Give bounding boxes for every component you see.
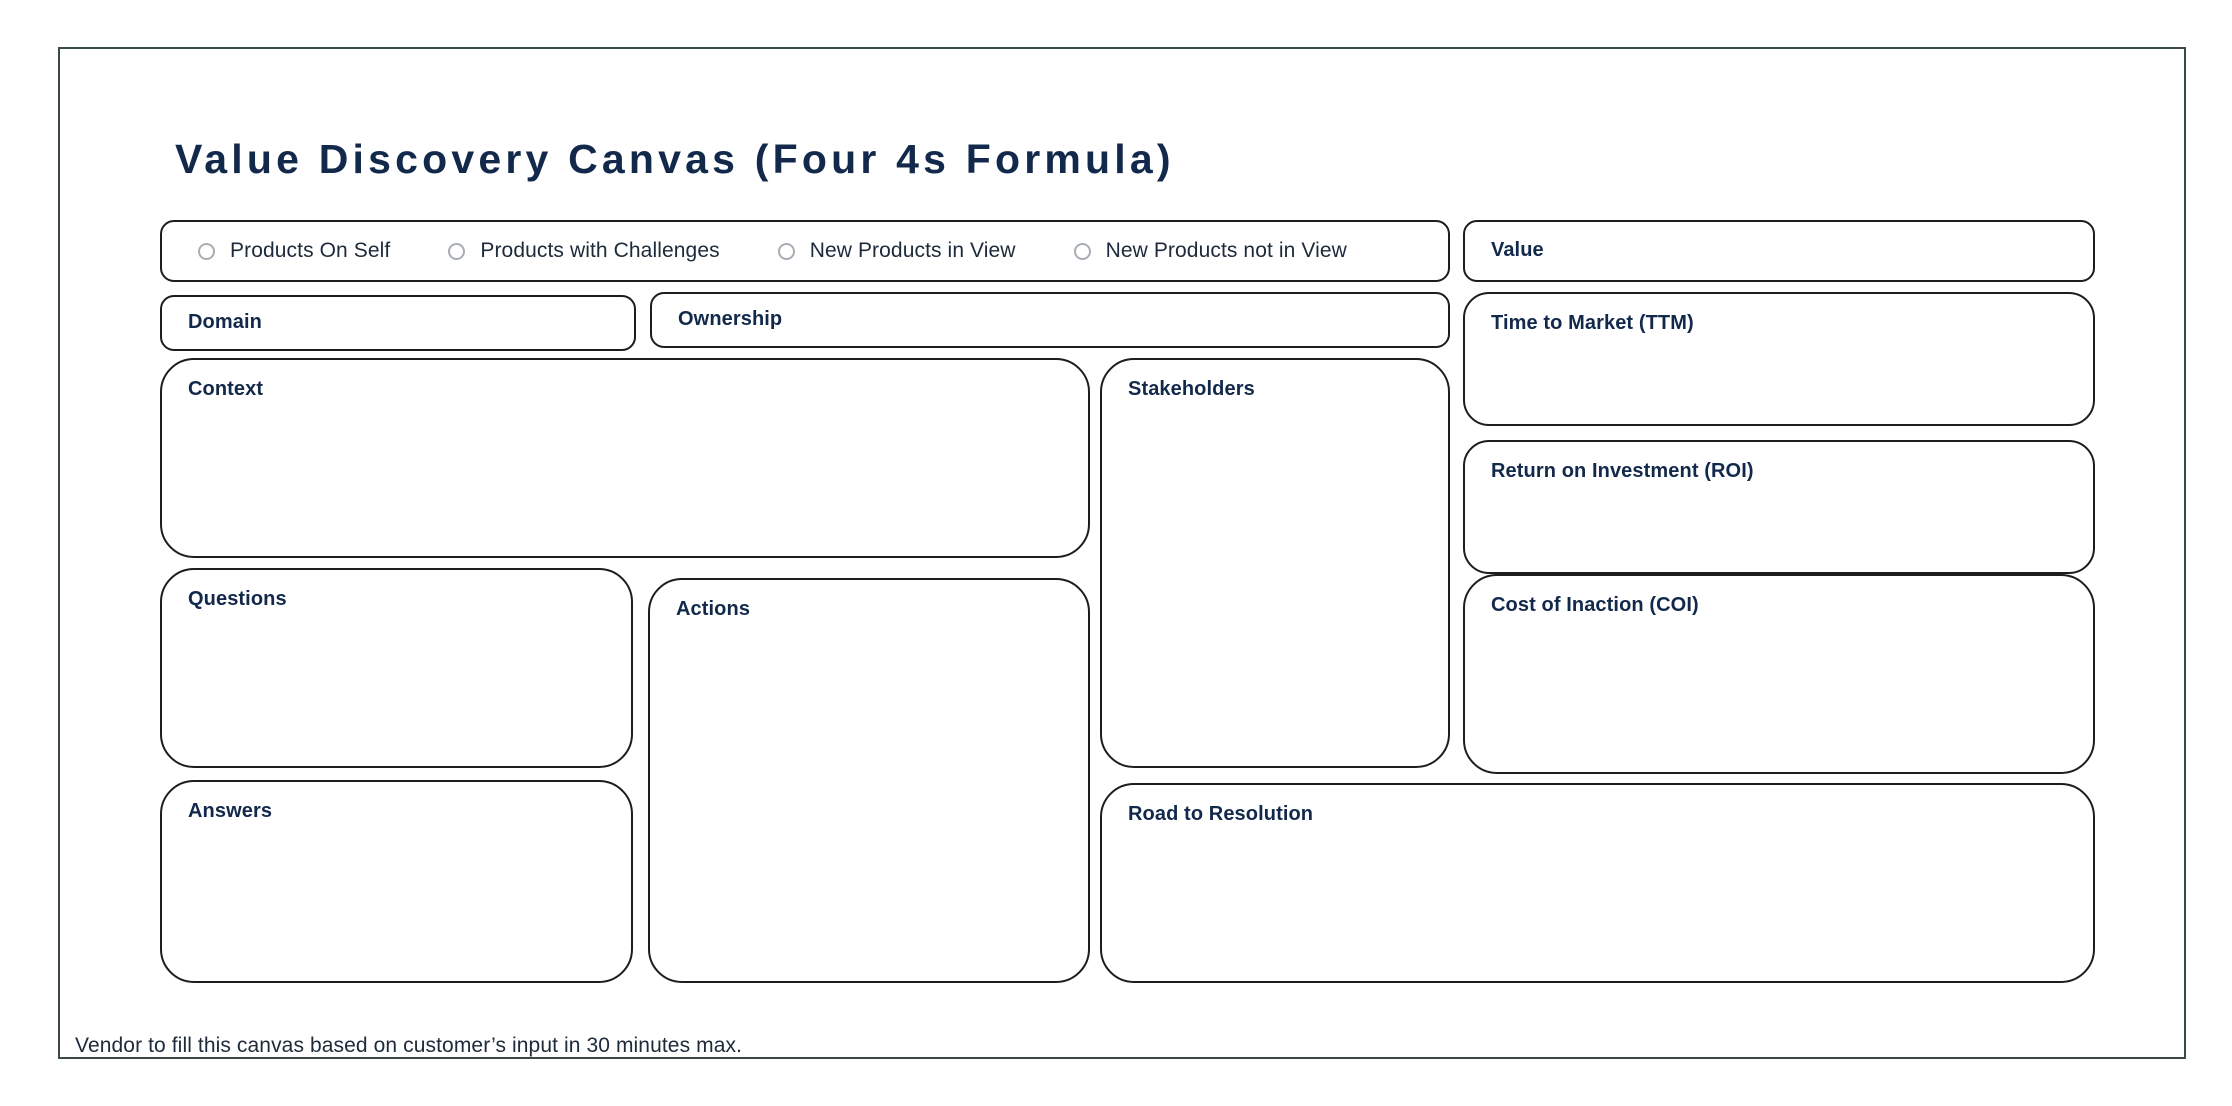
radio-circle-icon[interactable]	[198, 242, 215, 260]
field-label-questions: Questions	[188, 588, 287, 610]
radio-circle-icon[interactable]	[448, 242, 466, 260]
field-stakeholders[interactable]: Stakeholders	[1100, 358, 1450, 768]
field-ownership[interactable]: Ownership	[650, 292, 1450, 348]
field-label-time-to-market: Time to Market (TTM)	[1491, 312, 1694, 334]
field-label-stakeholders: Stakeholders	[1128, 378, 1255, 400]
field-label-answers: Answers	[188, 800, 273, 822]
field-time-to-market[interactable]: Time to Market (TTM)	[1463, 292, 2095, 426]
radio-label: Products On Self	[230, 239, 391, 262]
field-label-actions: Actions	[676, 598, 751, 620]
radio-label: New Products not in View	[1105, 239, 1347, 262]
radio-option-products-on-self[interactable]: Products On Self	[198, 239, 390, 263]
field-value[interactable]: Value	[1463, 220, 2095, 282]
field-label-cost-of-inaction: Cost of Inaction (COI)	[1491, 594, 1699, 616]
radio-label: New Products in View	[809, 239, 1016, 262]
field-answers[interactable]: Answers	[160, 780, 633, 983]
field-cost-of-inaction[interactable]: Cost of Inaction (COI)	[1463, 574, 2095, 774]
radio-option-products-with-challenges[interactable]: Products with Challenges	[448, 239, 720, 263]
radio-option-new-products-in-view[interactable]: New Products in View	[777, 239, 1016, 263]
field-context[interactable]: Context	[160, 358, 1090, 558]
footnote-text: Vendor to fill this canvas based on cust…	[75, 1034, 743, 1057]
field-questions[interactable]: Questions	[160, 568, 633, 768]
field-label-value: Value	[1491, 239, 1544, 261]
field-road-to-resolution[interactable]: Road to Resolution	[1100, 783, 2095, 983]
field-domain[interactable]: Domain	[160, 295, 636, 351]
field-return-on-investment[interactable]: Return on Investment (ROI)	[1463, 440, 2095, 574]
radio-circle-icon[interactable]	[1073, 242, 1091, 260]
field-label-return-on-investment: Return on Investment (ROI)	[1491, 460, 1754, 482]
field-label-context: Context	[188, 378, 264, 400]
radio-circle-icon[interactable]	[777, 242, 795, 260]
radio-option-new-products-not-in-view[interactable]: New Products not in View	[1073, 239, 1347, 263]
page-title: Value Discovery Canvas (Four 4s Formula)	[175, 136, 1175, 182]
field-label-domain: Domain	[188, 311, 262, 333]
field-label-ownership: Ownership	[678, 308, 783, 330]
field-label-road-to-resolution: Road to Resolution	[1128, 803, 1314, 825]
field-actions[interactable]: Actions	[648, 578, 1090, 983]
radio-label: Products with Challenges	[480, 239, 720, 262]
product-segment-strip[interactable]: Products On Self Products with Challenge…	[160, 220, 1450, 282]
